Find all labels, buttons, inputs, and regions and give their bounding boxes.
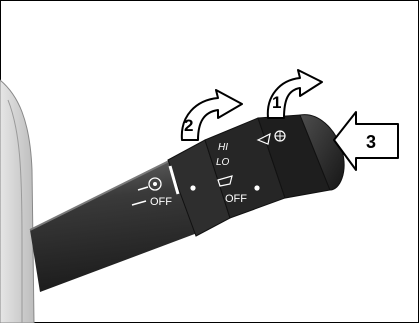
callout-label-3: 3 <box>366 132 376 152</box>
label-hi: HI <box>218 142 228 153</box>
position-dot-left <box>190 185 195 190</box>
callout-label-2: 2 <box>184 116 193 135</box>
label-lo: LO <box>216 157 230 168</box>
position-dot-right <box>254 185 259 190</box>
label-off-front: OFF <box>150 196 172 208</box>
label-off-rear: OFF <box>225 193 247 205</box>
callout-label-1: 1 <box>272 93 281 112</box>
rear-washer-icon <box>275 131 285 141</box>
